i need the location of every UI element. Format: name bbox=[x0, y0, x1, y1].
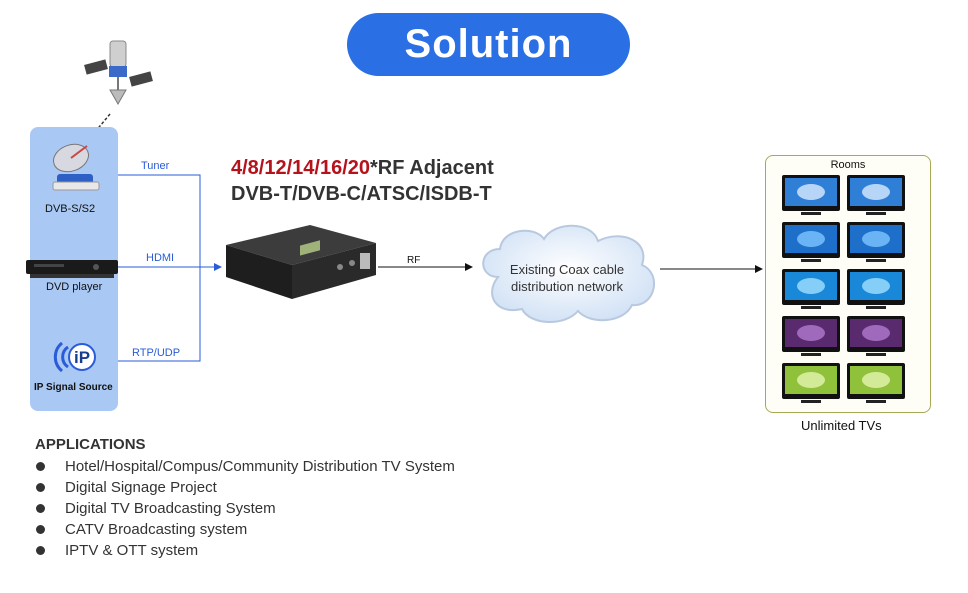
bullet-icon bbox=[36, 462, 45, 471]
application-item-text: CATV Broadcasting system bbox=[65, 521, 248, 538]
application-item: Hotel/Hospital/Compus/Community Distribu… bbox=[35, 456, 455, 477]
cloud-label-line1: Existing Coax cable bbox=[509, 262, 625, 277]
tv-icon bbox=[782, 363, 840, 403]
product-headline: 4/8/12/14/16/20*RF Adjacent DVB-T/DVB-C/… bbox=[231, 155, 494, 207]
rooms-footer: Unlimited TVs bbox=[801, 418, 882, 433]
applications-section: APPLICATIONS Hotel/Hospital/Compus/Commu… bbox=[35, 436, 455, 561]
application-item: Digital TV Broadcasting System bbox=[35, 498, 455, 519]
applications-list: Hotel/Hospital/Compus/Community Distribu… bbox=[35, 456, 455, 561]
connector-label-rtp: RTP/UDP bbox=[132, 347, 181, 359]
bullet-icon bbox=[36, 483, 45, 492]
tv-icon bbox=[782, 222, 840, 262]
cloud-label: Existing Coax cable distribution network bbox=[488, 261, 646, 295]
solution-title: Solution bbox=[404, 22, 573, 66]
rooms-title: Rooms bbox=[830, 159, 866, 171]
ip-signal-icon: iP bbox=[53, 341, 96, 373]
satellite-icon bbox=[84, 40, 153, 133]
application-item: CATV Broadcasting system bbox=[35, 519, 455, 540]
application-item-text: Hotel/Hospital/Compus/Community Distribu… bbox=[65, 458, 455, 475]
application-item-text: IPTV & OTT system bbox=[65, 542, 199, 559]
source-label-ip: IP Signal Source bbox=[34, 382, 113, 393]
headline-rf-adjacent: *RF Adjacent bbox=[370, 157, 494, 179]
source-label-dvd: DVD player bbox=[46, 281, 103, 293]
tv-icon bbox=[782, 175, 840, 215]
applications-heading: APPLICATIONS bbox=[35, 436, 146, 453]
tv-icon bbox=[847, 316, 905, 356]
application-item-text: Digital TV Broadcasting System bbox=[65, 500, 276, 517]
tv-icon bbox=[847, 269, 905, 309]
headline-standards: DVB-T/DVB-C/ATSC/ISDB-T bbox=[231, 183, 492, 205]
connector-label-tuner: Tuner bbox=[141, 160, 170, 172]
tv-icon bbox=[782, 269, 840, 309]
application-item: IPTV & OTT system bbox=[35, 540, 455, 561]
solution-title-banner: Solution bbox=[347, 13, 630, 76]
tv-icon bbox=[847, 363, 905, 403]
application-item-text: Digital Signage Project bbox=[65, 479, 217, 496]
tv-icon bbox=[847, 222, 905, 262]
bullet-icon bbox=[36, 525, 45, 534]
bullet-icon bbox=[36, 546, 45, 555]
source-label-dvbs: DVB-S/S2 bbox=[45, 203, 96, 215]
satellite-dish-icon bbox=[52, 143, 100, 191]
dvd-player-icon bbox=[26, 260, 118, 278]
rf-label: RF bbox=[407, 255, 421, 266]
headline-rf-counts: 4/8/12/14/16/20 bbox=[231, 157, 371, 179]
tv-grid bbox=[782, 175, 905, 403]
svg-text:iP: iP bbox=[74, 348, 90, 367]
tv-icon bbox=[847, 175, 905, 215]
rf-modulator-device-icon bbox=[226, 225, 376, 299]
tv-icon bbox=[782, 316, 840, 356]
bullet-icon bbox=[36, 504, 45, 513]
cloud-label-line2: distribution network bbox=[511, 279, 623, 294]
connector-label-hdmi: HDMI bbox=[146, 252, 175, 264]
cloud-network-icon bbox=[482, 224, 655, 324]
application-item: Digital Signage Project bbox=[35, 477, 455, 498]
